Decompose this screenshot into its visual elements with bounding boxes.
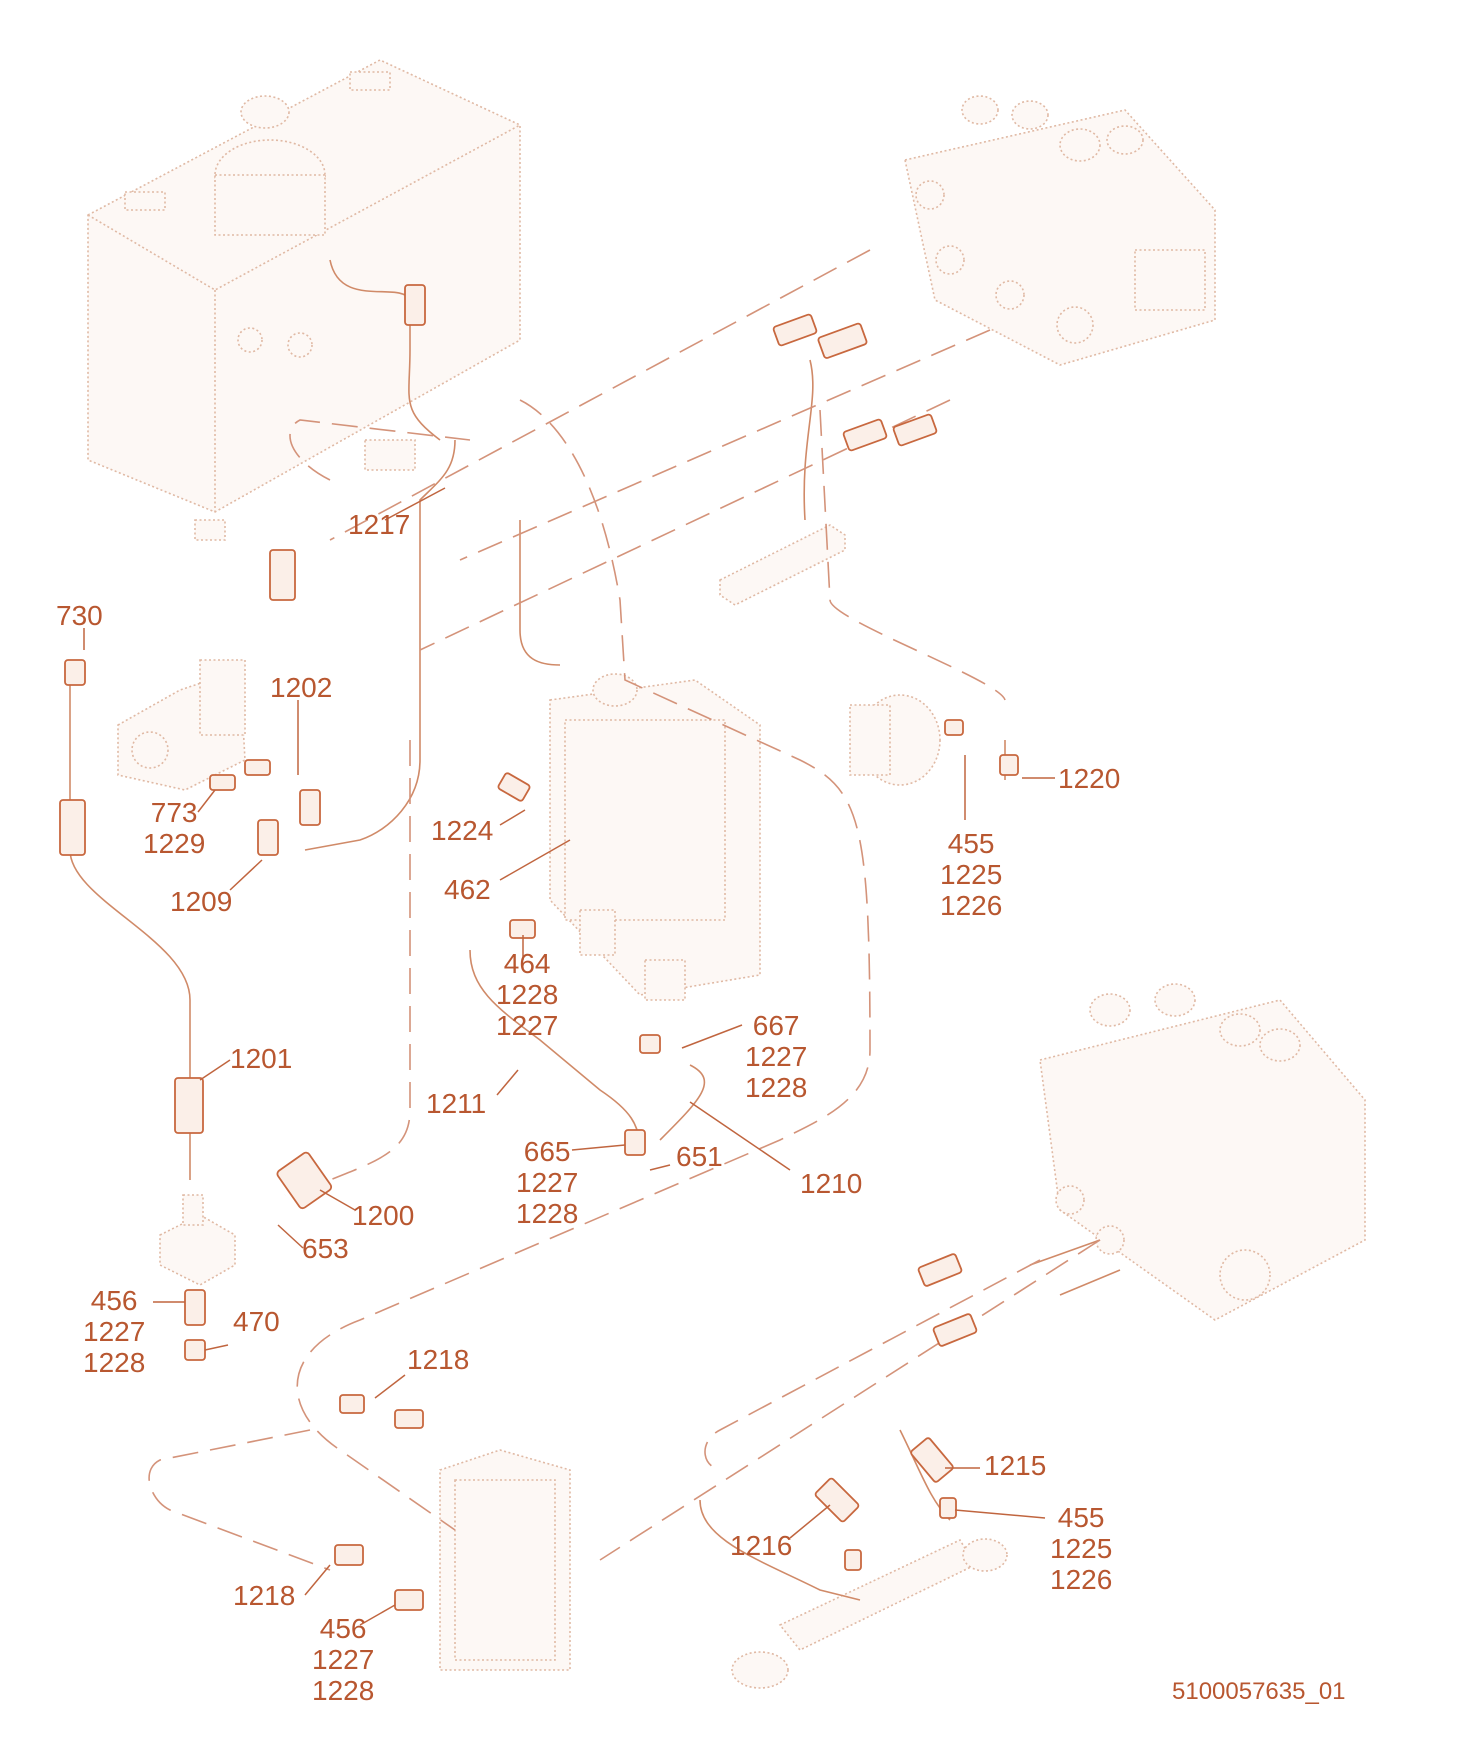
lower-control-valve [1039, 983, 1366, 1321]
callout-1202: 1202 [270, 672, 333, 703]
fan-motor [849, 694, 941, 786]
callout-665-1227-1228: 665 1227 1228 [516, 1136, 579, 1229]
callout-1218-upper: 1218 [407, 1344, 470, 1375]
callout-456-1227-1228-bottom: 456 1227 1228 [312, 1613, 375, 1706]
callout-1220: 1220 [1058, 763, 1121, 794]
steering-cylinder [731, 1538, 1008, 1689]
callout-730: 730 [56, 600, 103, 631]
callout-464-1228-1227: 464 1228 1227 [496, 948, 559, 1041]
drawing-number: 5100057635_01 [1172, 1678, 1346, 1705]
callout-773-1229: 773 1229 [143, 797, 206, 859]
callout-1218-lower: 1218 [233, 1580, 296, 1611]
callout-1201: 1201 [230, 1043, 293, 1074]
heat-exchanger [439, 1449, 571, 1671]
hose-bracket [719, 524, 846, 606]
dashed-connections [148, 249, 1101, 1571]
leader-lines [83, 487, 1055, 1626]
gear-pump [117, 659, 246, 791]
oil-cooler [549, 673, 761, 1001]
callout-667-1227-1228: 667 1227 1228 [745, 1010, 808, 1103]
callout-1224: 1224 [431, 815, 494, 846]
hydraulic-tank [87, 59, 521, 541]
callout-653: 653 [302, 1233, 349, 1264]
filter-block [159, 1194, 236, 1286]
callout-1209: 1209 [170, 886, 233, 917]
callout-1215: 1215 [984, 1450, 1047, 1481]
callout-456-1227-1228-left: 456 1227 1228 [83, 1285, 146, 1378]
callout-1216: 1216 [730, 1530, 793, 1561]
callout-1210: 1210 [800, 1168, 863, 1199]
callout-1217: 1217 [348, 509, 411, 540]
callout-651: 651 [676, 1141, 723, 1172]
callout-470: 470 [233, 1306, 280, 1337]
callout-455-1225-1226-upper: 455 1225 1226 [940, 828, 1003, 921]
upper-control-valve [904, 95, 1216, 366]
callout-462: 462 [444, 874, 491, 905]
fittings [59, 284, 1019, 1611]
callout-1211: 1211 [426, 1088, 487, 1119]
callout-455-1225-1226-lower: 455 1225 1226 [1050, 1502, 1113, 1595]
callout-1200: 1200 [352, 1200, 415, 1231]
